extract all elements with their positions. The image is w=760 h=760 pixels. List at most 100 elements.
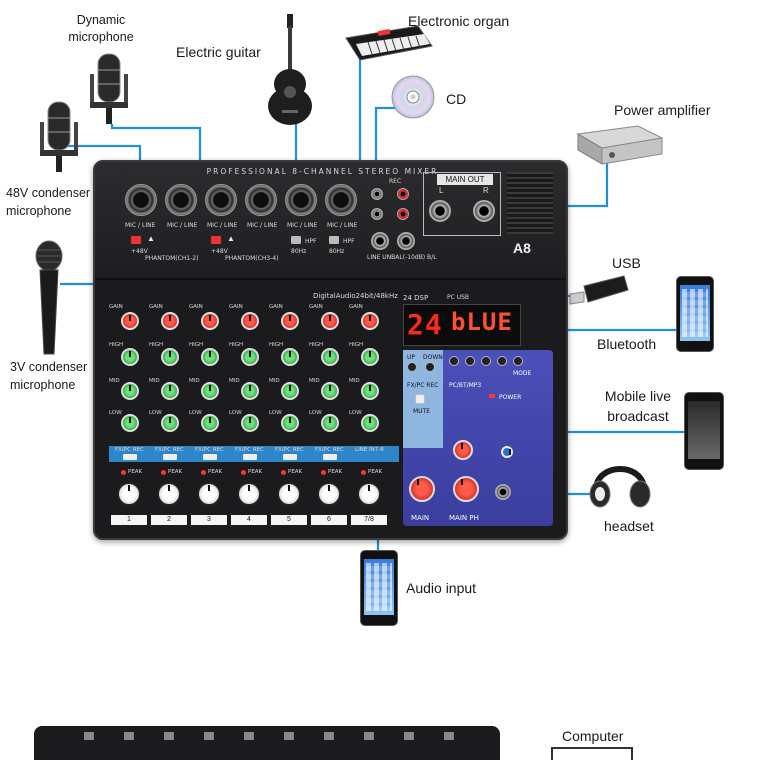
phantom-button-1[interactable] xyxy=(131,236,141,244)
high-knob-3[interactable] xyxy=(201,348,219,366)
low-label: LOW xyxy=(269,410,282,416)
mute-button[interactable] xyxy=(415,394,425,404)
audio-mixer: PROFESSIONAL 8-CHANNEL STEREO MIXER MIC … xyxy=(93,160,568,540)
line-in-jack-7[interactable] xyxy=(371,232,389,250)
condenser-48v-microphone-icon xyxy=(40,101,78,172)
high-knob-7-8[interactable] xyxy=(361,348,379,366)
hpf-button-2[interactable] xyxy=(329,236,339,244)
mic-line-label-5: MIC / LINE xyxy=(287,222,318,229)
main-out-left-label: L xyxy=(439,186,444,195)
mid-knob-2[interactable] xyxy=(161,382,179,400)
power-led xyxy=(489,394,495,398)
volume-knob-5[interactable] xyxy=(277,482,301,506)
mid-knob-5[interactable] xyxy=(281,382,299,400)
xlr-input-6[interactable] xyxy=(325,184,357,216)
line-in-jack-8[interactable] xyxy=(397,232,415,250)
play-jack-left[interactable] xyxy=(371,208,383,220)
volume-knob-2[interactable] xyxy=(157,482,181,506)
channel-number-6: 6 xyxy=(311,515,347,525)
label-electronic-organ: Electronic organ xyxy=(408,13,510,29)
gain-label: GAIN xyxy=(229,304,243,310)
volume-knob-1[interactable] xyxy=(117,482,141,506)
prev-button[interactable] xyxy=(465,356,475,366)
down-button[interactable] xyxy=(425,362,435,372)
next-button[interactable] xyxy=(481,356,491,366)
high-knob-4[interactable] xyxy=(241,348,259,366)
low-knob-6[interactable] xyxy=(321,414,339,432)
main-out-left-jack[interactable] xyxy=(429,200,451,222)
repeat-button[interactable] xyxy=(497,356,507,366)
low-knob-2[interactable] xyxy=(161,414,179,432)
gain-knob-2[interactable] xyxy=(161,312,179,330)
main-ph-volume-knob[interactable] xyxy=(453,476,479,502)
xlr-input-3[interactable] xyxy=(205,184,237,216)
mid-label: MID xyxy=(229,378,240,384)
pc-usb-label: PC USB xyxy=(447,294,470,301)
peak-label: PEAK xyxy=(168,469,183,475)
xlr-input-1[interactable] xyxy=(125,184,157,216)
gain-knob-6[interactable] xyxy=(321,312,339,330)
gain-knob-3[interactable] xyxy=(201,312,219,330)
main-out-right-jack[interactable] xyxy=(473,200,495,222)
volume-knob-4[interactable] xyxy=(237,482,261,506)
headphone-jack[interactable] xyxy=(495,484,511,500)
live-level-knob[interactable] xyxy=(501,446,513,458)
low-knob-4[interactable] xyxy=(241,414,259,432)
fx-button-6[interactable] xyxy=(323,454,337,460)
phantom-button-2[interactable] xyxy=(211,236,221,244)
channel-strip-1: GAIN HIGH MID LOW xyxy=(109,290,145,526)
play-jack-right[interactable] xyxy=(397,208,409,220)
channel-number-2: 2 xyxy=(151,515,187,525)
high-knob-5[interactable] xyxy=(281,348,299,366)
high-knob-1[interactable] xyxy=(121,348,139,366)
low-knob-5[interactable] xyxy=(281,414,299,432)
mic-line-label-3: MIC / LINE xyxy=(207,222,238,229)
fx-button-4[interactable] xyxy=(243,454,257,460)
hz80-label-1: 80Hz xyxy=(291,248,307,255)
low-label: LOW xyxy=(149,410,162,416)
volume-knob-7-8[interactable] xyxy=(357,482,381,506)
high-knob-2[interactable] xyxy=(161,348,179,366)
mid-knob-6[interactable] xyxy=(321,382,339,400)
fx-label: FX/PC REC xyxy=(115,447,144,453)
mode-button[interactable] xyxy=(513,356,523,366)
mid-knob-4[interactable] xyxy=(241,382,259,400)
gain-knob-7-8[interactable] xyxy=(361,312,379,330)
peak-led-1 xyxy=(121,470,126,475)
low-knob-7-8[interactable] xyxy=(361,414,379,432)
label-audio-input: Audio input xyxy=(406,580,477,596)
rec-jack-right[interactable] xyxy=(397,188,409,200)
up-button[interactable] xyxy=(407,362,417,372)
electronic-keyboard-icon xyxy=(345,25,433,61)
plus48v-label: +48V xyxy=(131,248,148,255)
xlr-input-4[interactable] xyxy=(245,184,277,216)
gain-knob-1[interactable] xyxy=(121,312,139,330)
label-usb: USB xyxy=(612,255,641,271)
main-volume-knob[interactable] xyxy=(409,476,435,502)
mid-knob-3[interactable] xyxy=(201,382,219,400)
main-out-section xyxy=(423,172,501,236)
volume-knob-6[interactable] xyxy=(317,482,341,506)
volume-knob-3[interactable] xyxy=(197,482,221,506)
low-knob-3[interactable] xyxy=(201,414,219,432)
gain-knob-4[interactable] xyxy=(241,312,259,330)
high-knob-6[interactable] xyxy=(321,348,339,366)
fx-button-3[interactable] xyxy=(203,454,217,460)
fx-button-5[interactable] xyxy=(283,454,297,460)
low-knob-1[interactable] xyxy=(121,414,139,432)
mid-knob-7-8[interactable] xyxy=(361,382,379,400)
usb-dongle-icon xyxy=(569,275,629,305)
fx-button-1[interactable] xyxy=(123,454,137,460)
play-button[interactable] xyxy=(449,356,459,366)
rec-jack-left[interactable] xyxy=(371,188,383,200)
gain-label: GAIN xyxy=(189,304,203,310)
hpf-button-1[interactable] xyxy=(291,236,301,244)
effect-level-knob[interactable] xyxy=(453,440,473,460)
high-label: HIGH xyxy=(229,342,244,348)
xlr-input-5[interactable] xyxy=(285,184,317,216)
gain-knob-5[interactable] xyxy=(281,312,299,330)
fx-button-2[interactable] xyxy=(163,454,177,460)
xlr-input-2[interactable] xyxy=(165,184,197,216)
mid-knob-1[interactable] xyxy=(121,382,139,400)
mid-label: MID xyxy=(349,378,360,384)
